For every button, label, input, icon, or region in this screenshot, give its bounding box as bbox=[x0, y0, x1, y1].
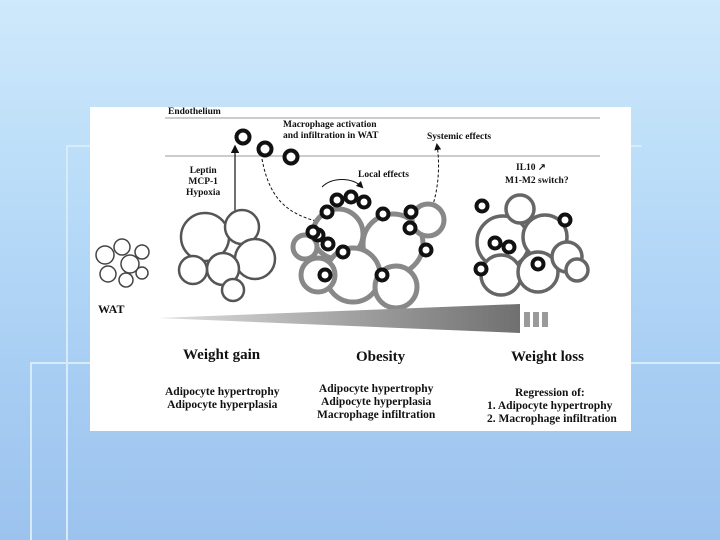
free-macrophage bbox=[234, 128, 252, 146]
stage-title-weight-loss: Weight loss bbox=[511, 349, 584, 365]
signal-labels: Leptin MCP-1 Hypoxia bbox=[186, 166, 220, 199]
endothelium-label: Endothelium bbox=[168, 107, 221, 117]
macrophages-obesity bbox=[305, 189, 434, 283]
desc-line: Regression of: bbox=[515, 387, 585, 399]
stage-title-obesity: Obesity bbox=[356, 349, 406, 365]
macrophages-weight-loss bbox=[473, 198, 573, 277]
desc-line: Macrophage infiltration bbox=[317, 409, 436, 421]
decor-line-vertical-2 bbox=[30, 362, 32, 540]
progression-stripes bbox=[524, 312, 548, 327]
local-effects-arrow bbox=[321, 179, 364, 189]
local-effects-label: Local effects bbox=[358, 170, 409, 180]
signal-mcp1: MCP-1 bbox=[188, 177, 218, 187]
desc-line: 1. Adipocyte hypertrophy bbox=[487, 400, 613, 412]
cell-cluster-weight-loss bbox=[475, 193, 590, 297]
wat-label: WAT bbox=[98, 302, 125, 316]
desc-line: Adipocyte hyperplasia bbox=[167, 399, 278, 411]
desc-line: 2. Macrophage infiltration bbox=[487, 413, 617, 425]
adipose-tissue-diagram: Endothelium Macrophage activation and in… bbox=[90, 107, 631, 431]
stage-desc-obesity: Adipocyte hypertrophy Adipocyte hyperpla… bbox=[317, 383, 435, 422]
stage-desc-weight-loss: Regression of: 1. Adipocyte hypertrophy … bbox=[487, 387, 617, 426]
cell-cluster-obesity bbox=[290, 201, 447, 311]
stage-title-weight-gain: Weight gain bbox=[183, 347, 261, 363]
il10-label: IL10 ↗ bbox=[516, 163, 546, 173]
macrophage-activation-line-1: Macrophage activation bbox=[283, 120, 377, 130]
stage-desc-weight-gain: Adipocyte hypertrophy Adipocyte hyperpla… bbox=[165, 386, 279, 412]
systemic-effects-arrow bbox=[414, 143, 442, 238]
desc-line: Adipocyte hyperplasia bbox=[321, 396, 432, 408]
desc-line: Adipocyte hypertrophy bbox=[318, 383, 434, 395]
cell-cluster-weight-gain bbox=[177, 208, 277, 303]
macrophage-activation-line-2: and infiltration in WAT bbox=[283, 131, 379, 141]
macrophage-activation-label: Macrophage activation and infiltration i… bbox=[283, 120, 378, 142]
diagram-graphics bbox=[95, 117, 600, 333]
progression-wedge bbox=[158, 304, 520, 333]
free-macrophage bbox=[282, 148, 300, 166]
desc-line: Adipocyte hypertrophy bbox=[165, 386, 280, 398]
systemic-effects-label: Systemic effects bbox=[427, 132, 492, 142]
signal-hypoxia: Hypoxia bbox=[186, 188, 221, 198]
cell-cluster-wat bbox=[95, 238, 150, 288]
signal-leptin: Leptin bbox=[189, 166, 217, 176]
m1m2-switch-label: M1-M2 switch? bbox=[505, 176, 569, 186]
free-macrophage bbox=[256, 140, 274, 158]
decor-line-vertical-1 bbox=[66, 145, 68, 540]
